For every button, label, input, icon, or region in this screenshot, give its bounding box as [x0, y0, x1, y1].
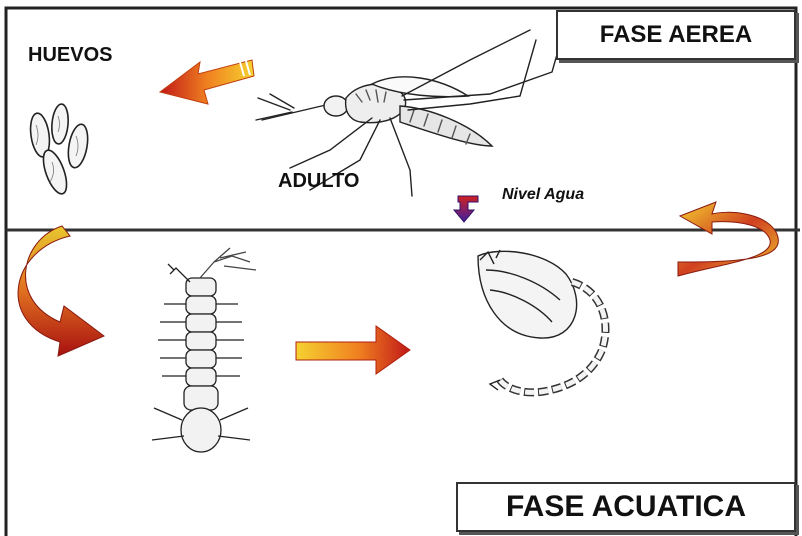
arrow-adult-to-eggs: [160, 60, 254, 104]
eggs-icon: [28, 103, 91, 196]
arrow-pupa-to-adult: [678, 202, 778, 276]
arrow-eggs-to-larva: [18, 226, 104, 356]
water-phase-label: FASE ACUATICA: [456, 482, 796, 532]
water-level-arrow-icon: [454, 196, 478, 222]
water-level-label: Nivel Agua: [502, 186, 584, 204]
eggs-label: HUEVOS: [28, 44, 112, 67]
adult-label: ADULTO: [278, 170, 359, 193]
air-phase-label: FASE AEREA: [556, 10, 796, 60]
air-phase-text: FASE AEREA: [600, 21, 752, 49]
larva-icon: [152, 248, 256, 452]
pupa-icon: [478, 250, 605, 392]
water-phase-text: FASE ACUATICA: [506, 490, 746, 524]
arrow-larva-to-pupa: [296, 326, 410, 374]
